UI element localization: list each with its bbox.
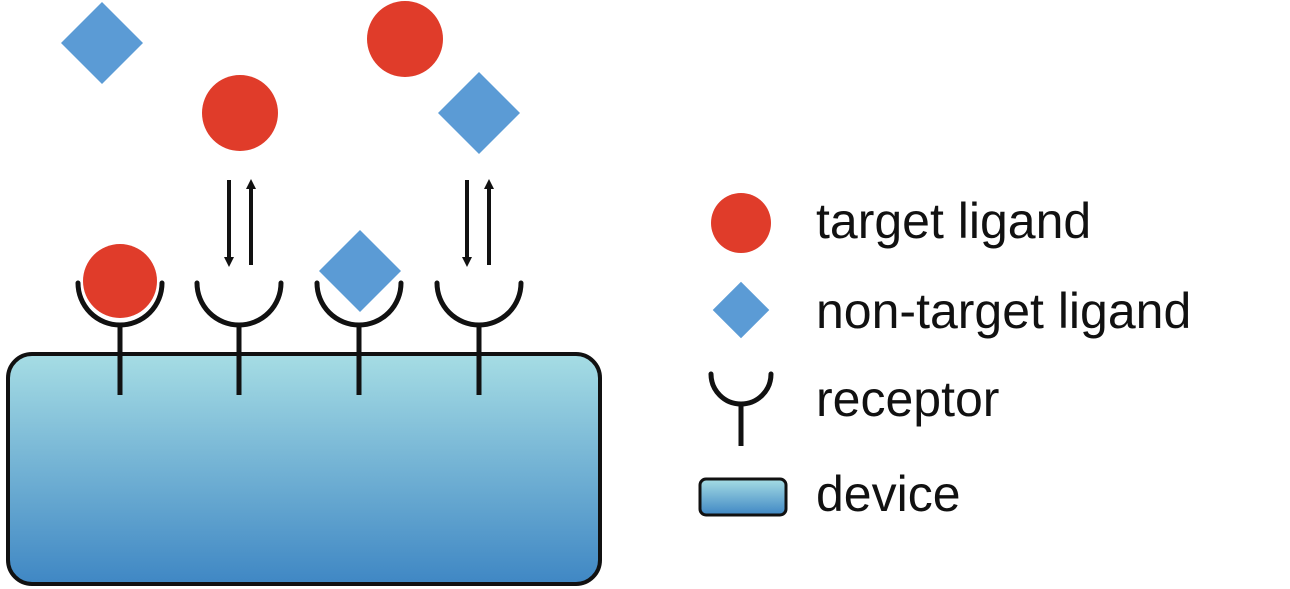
- free-target-ligand: [367, 1, 443, 77]
- legend-item-target: target ligand: [711, 193, 1091, 253]
- legend-label-target: target ligand: [816, 193, 1091, 249]
- free-non-target-ligand: [60, 1, 144, 85]
- legend: target ligand non-target ligand receptor…: [698, 193, 1191, 522]
- legend-label-non-target: non-target ligand: [816, 283, 1191, 339]
- receptor-icon: [708, 371, 774, 407]
- bound-target-ligand: [83, 244, 157, 318]
- receptor-4-cup: [434, 280, 524, 328]
- receptor-1-cup: [75, 280, 165, 328]
- legend-item-non-target: non-target ligand: [712, 281, 1191, 339]
- free-non-target-ligand: [437, 71, 521, 155]
- blue-diamond-icon: [712, 281, 770, 339]
- red-circle-icon: [711, 193, 771, 253]
- device-rect-icon: [698, 477, 788, 517]
- bound-non-target-ligand: [318, 229, 402, 313]
- legend-label-receptor: receptor: [816, 371, 999, 427]
- receptor-2-cup: [194, 280, 284, 328]
- binding-equilibrium-arrows-2: [462, 179, 494, 267]
- device: [6, 352, 602, 586]
- receptor-3-cup: [314, 280, 404, 328]
- legend-label-device: device: [816, 466, 961, 522]
- receptor-2: [194, 280, 284, 395]
- legend-item-device: device: [698, 466, 961, 522]
- free-target-ligand: [202, 75, 278, 151]
- legend-item-receptor: receptor: [708, 371, 999, 446]
- binding-equilibrium-arrows-1: [224, 179, 256, 267]
- receptor-4: [434, 280, 524, 395]
- receptor-1: [75, 244, 165, 395]
